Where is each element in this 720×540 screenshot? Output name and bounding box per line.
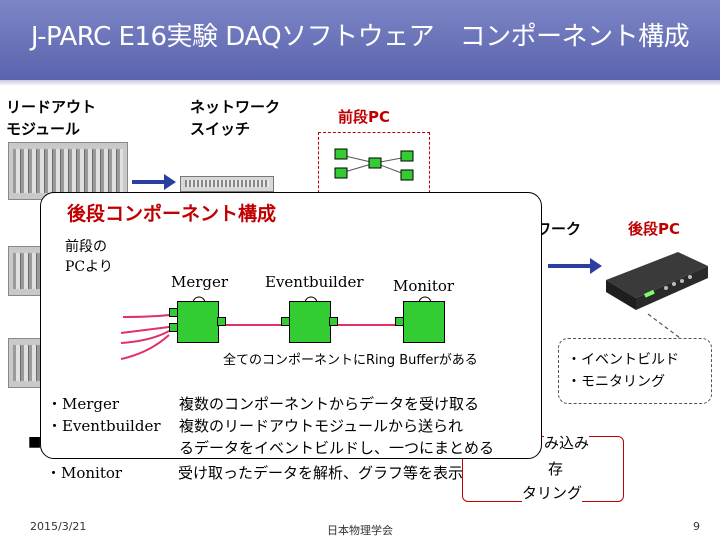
connector-line bbox=[647, 313, 681, 339]
monitor-component bbox=[403, 301, 445, 343]
desc-name-eventbuilder: ・Eventbuilder bbox=[47, 417, 161, 435]
desc-name-monitor: ・Monitor bbox=[46, 464, 123, 482]
desc-text-eventbuilder-2: るデータをイベントビルドし、一つにまとめる bbox=[179, 439, 495, 457]
network-label-partial: ワーク bbox=[536, 220, 582, 238]
eventbuilder-component bbox=[289, 301, 331, 343]
input-port bbox=[169, 308, 178, 317]
input-source-label: 前段の PCより bbox=[65, 239, 113, 275]
desc-text-monitor: 受け取ったデータを解析、グラフ等を表示 bbox=[178, 464, 464, 482]
output-port bbox=[329, 317, 338, 326]
hidden-text: タリング bbox=[522, 482, 583, 503]
readout-module-image bbox=[8, 142, 128, 200]
arrow-head-icon bbox=[590, 258, 602, 274]
front-pc-diagram bbox=[318, 132, 430, 198]
input-port bbox=[395, 317, 404, 326]
arrow-head-icon bbox=[164, 174, 176, 190]
ring-buffer-note: 全てのコンポーネントにRing Bufferがある bbox=[223, 353, 478, 368]
footer-date: 2015/3/21 bbox=[30, 520, 87, 533]
data-flow-arrow bbox=[548, 264, 594, 268]
switch-label: ネットワーク スイッチ bbox=[190, 98, 281, 138]
data-flow-arrow bbox=[132, 180, 166, 184]
component-label-merger: Merger bbox=[171, 273, 229, 291]
title-shadow bbox=[0, 80, 720, 86]
function-item: ・イベントビルド bbox=[567, 352, 679, 368]
front-pc-label: 前段PC bbox=[338, 108, 391, 126]
component-flow-lines bbox=[120, 296, 432, 360]
desc-text-eventbuilder: 複数のリードアウトモジュールから送られ bbox=[179, 417, 463, 435]
back-component-callout: 後段コンポーネント構成 前段の PCより Merger Eventbuilder… bbox=[40, 192, 542, 459]
desc-text-merger: 複数のコンポーネントからデータを受け取る bbox=[179, 395, 480, 413]
input-port bbox=[169, 323, 178, 332]
back-pc-image bbox=[606, 252, 708, 310]
hidden-text: 存 bbox=[548, 458, 564, 479]
output-port bbox=[217, 317, 226, 326]
title-bar bbox=[0, 0, 720, 80]
hidden-text: み込み bbox=[544, 432, 590, 453]
back-pc-function-list: ・イベントビルド ・モニタリング bbox=[558, 338, 712, 404]
function-item: ・モニタリング bbox=[567, 374, 665, 390]
network-switch-image bbox=[180, 176, 274, 192]
page-title: J-PARC E16実験 DAQソフトウェア コンポーネント構成 bbox=[30, 22, 690, 52]
input-port bbox=[281, 317, 290, 326]
back-pc-label: 後段PC bbox=[628, 220, 681, 238]
footer-center: 日本物理学会 bbox=[327, 524, 393, 537]
page-number: 9 bbox=[693, 520, 700, 533]
bullet-icon: ■ bbox=[28, 434, 42, 450]
desc-name-merger: ・Merger bbox=[47, 395, 120, 413]
component-label-eventbuilder: Eventbuilder bbox=[265, 273, 364, 291]
front-pc-topology-icon bbox=[334, 148, 414, 181]
merger-component bbox=[177, 301, 219, 343]
callout-heading: 後段コンポーネント構成 bbox=[67, 203, 277, 225]
component-label-monitor: Monitor bbox=[393, 277, 455, 295]
readout-label: リードアウト モジュール bbox=[6, 98, 97, 138]
